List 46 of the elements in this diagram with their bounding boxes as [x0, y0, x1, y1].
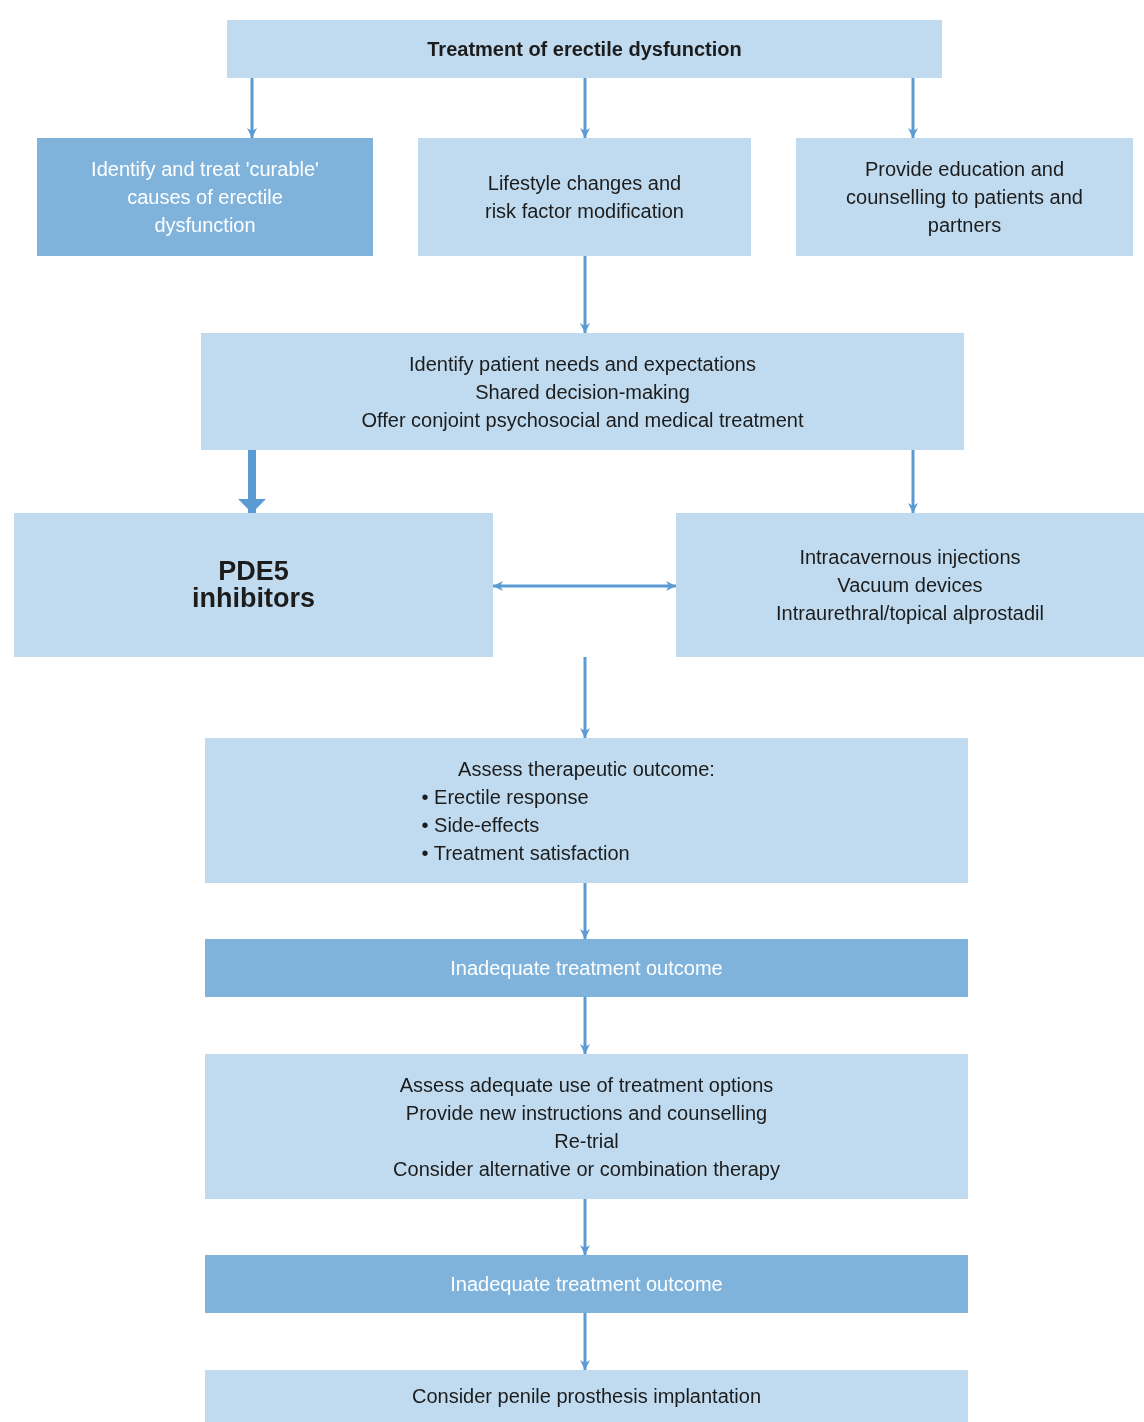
bullet-item: • Treatment satisfaction	[421, 840, 631, 866]
arrow	[580, 256, 590, 333]
step-box	[796, 138, 1133, 256]
box-text: Shared decision-making	[475, 379, 690, 405]
box-text: Inadequate treatment outcome	[450, 1272, 723, 1297]
box-text: Lifestyle changes and risk factor modification	[484, 171, 685, 224]
box-text: Identify and treat 'curable' causes of erectile dysfunction	[90, 157, 320, 238]
bullet-item: • Erectile response	[421, 784, 590, 810]
box-text: Treatment of erectile dysfunction	[427, 39, 742, 59]
step-box	[676, 513, 1144, 657]
arrow	[580, 1313, 590, 1370]
box-text: Vacuum devices	[837, 573, 983, 598]
highlighted-step-box	[37, 138, 373, 256]
box-text: Provide education and counselling to patients and partners	[845, 157, 1084, 238]
arrow	[908, 78, 918, 138]
step-box	[227, 20, 942, 78]
arrow	[580, 883, 590, 939]
step-box	[205, 738, 968, 883]
arrow	[908, 450, 918, 513]
box-text: Inadequate treatment outcome	[450, 956, 723, 981]
arrow	[247, 78, 257, 138]
arrow	[580, 997, 590, 1054]
box-text: Offer conjoint psychosocial and medical treatment	[361, 407, 804, 433]
box-text: Provide new instructions and counselling	[405, 1100, 768, 1126]
box-text: Consider penile prosthesis implantation	[411, 1384, 762, 1409]
bullet-item: • Side-effects	[421, 812, 541, 838]
step-box	[205, 1054, 968, 1199]
box-text: Intracavernous injections	[799, 545, 1021, 570]
box-text: Consider alternative or combination therapy	[393, 1156, 780, 1182]
box-text: PDE5 inhibitors	[191, 558, 316, 612]
arrow	[493, 581, 676, 591]
box-text: Assess therapeutic outcome:	[458, 756, 715, 782]
box-text: Intraurethral/topical alprostadil	[776, 601, 1044, 626]
arrow	[580, 657, 590, 738]
box-text: Assess adequate use of treatment options	[399, 1072, 774, 1098]
arrow	[580, 1199, 590, 1255]
arrow	[238, 450, 266, 513]
highlighted-step-box	[205, 1255, 968, 1313]
box-text: Re-trial	[554, 1128, 619, 1154]
step-box	[418, 138, 751, 256]
box-text: Identify patient needs and expectations	[409, 351, 756, 377]
step-box	[14, 513, 493, 657]
step-box	[201, 333, 964, 450]
step-box	[205, 1370, 968, 1422]
highlighted-step-box	[205, 939, 968, 997]
arrow	[580, 78, 590, 138]
